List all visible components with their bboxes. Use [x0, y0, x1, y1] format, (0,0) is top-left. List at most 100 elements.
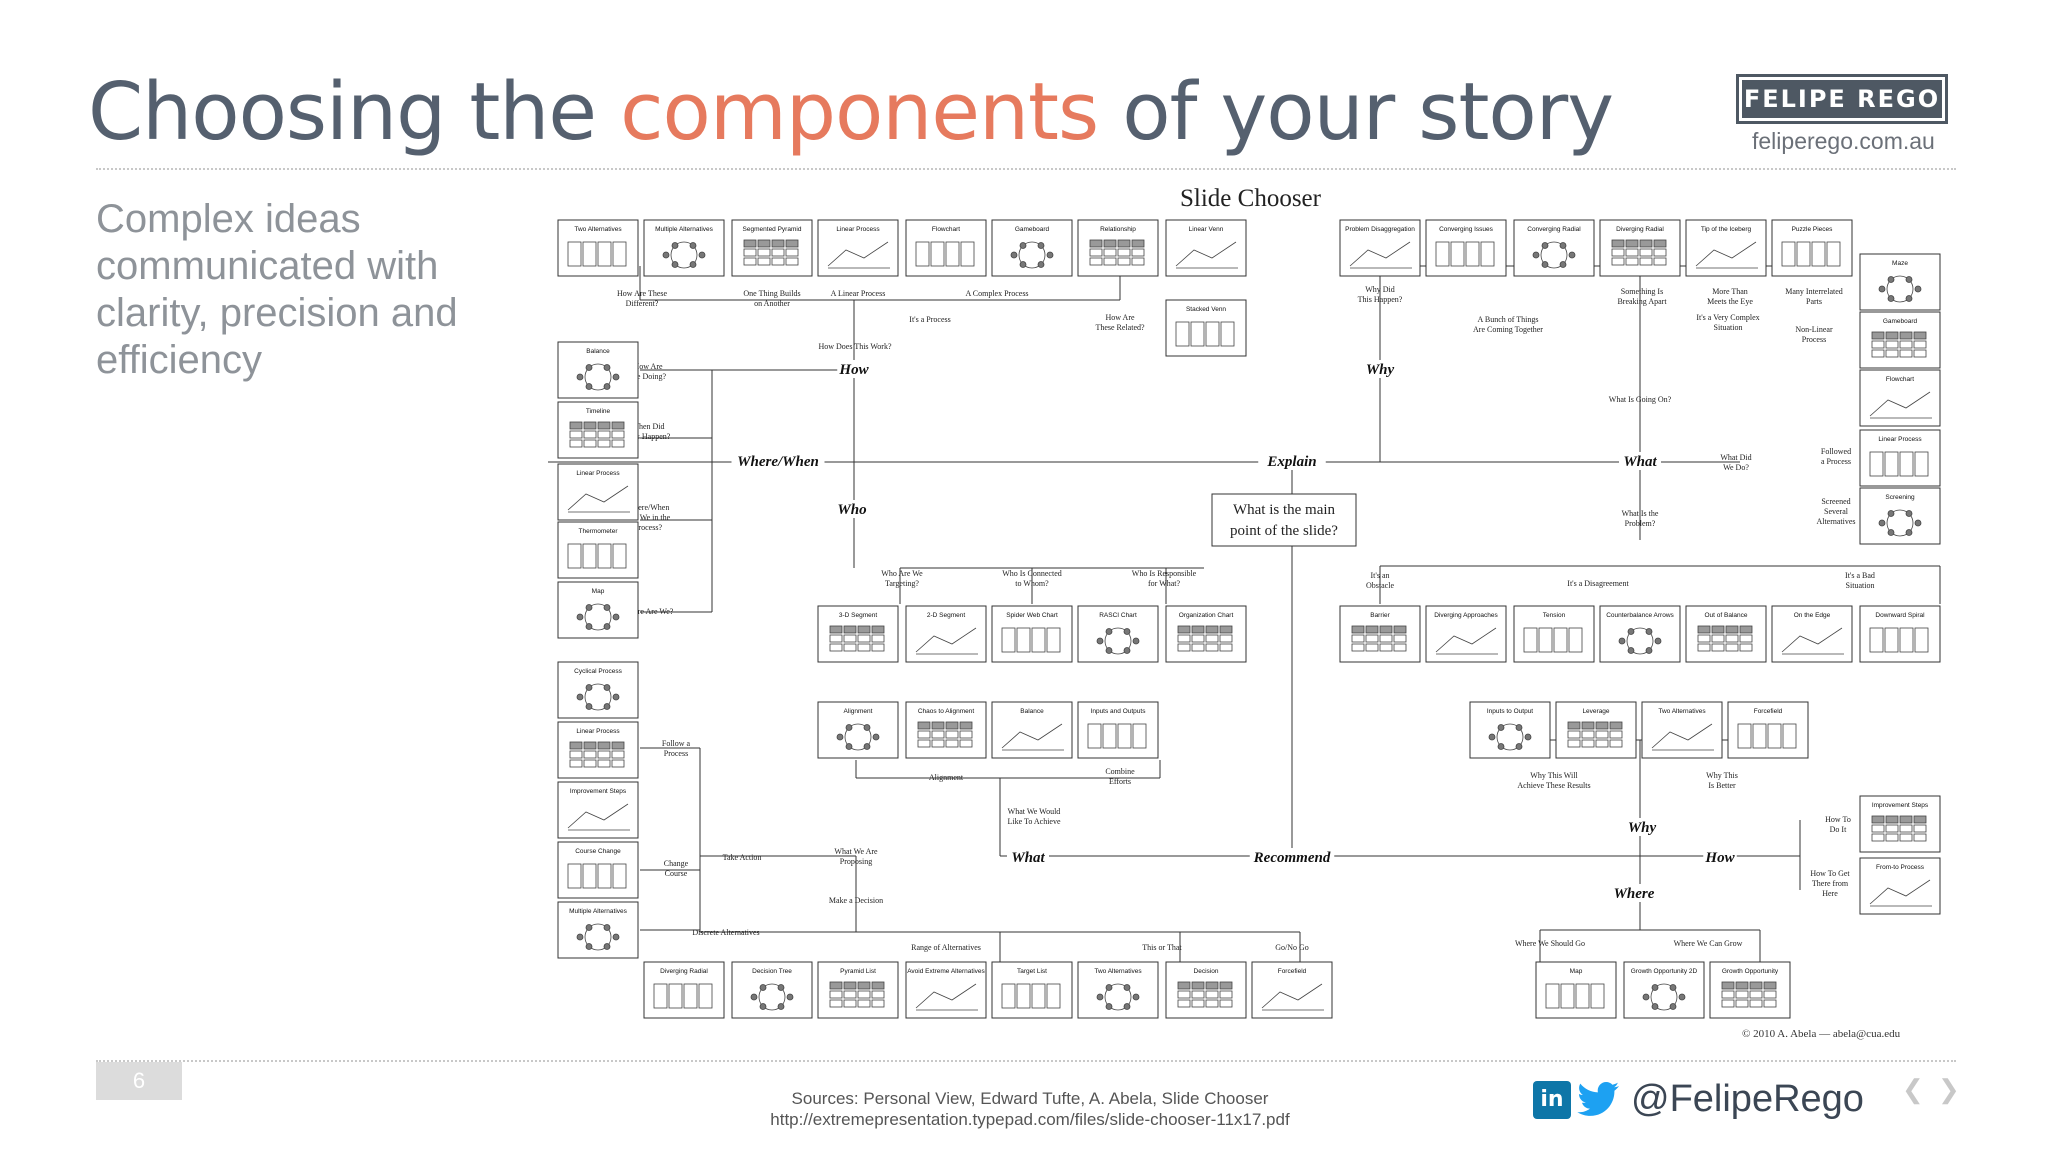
node-how-bottom: How	[1704, 850, 1735, 866]
label-line: It's a Very Complex	[1696, 313, 1759, 322]
card-thumbnail	[1869, 627, 1929, 653]
card-thermometer: Thermometer	[557, 521, 639, 579]
slide-title: Choosing the components of your story	[88, 66, 1614, 158]
label-its-a-disagreement: It's a Disagreement	[1567, 579, 1629, 588]
chevron-right-icon[interactable]: ❯	[1938, 1074, 1960, 1104]
card-thumbnail	[1177, 625, 1233, 652]
label-line: More Than	[1712, 287, 1748, 296]
label-line: Here	[1822, 889, 1838, 898]
card-out-of-balance: Out of Balance	[1685, 605, 1767, 663]
card-cyclical-process: Cyclical Process	[557, 661, 639, 719]
card-thumbnail	[1488, 723, 1532, 751]
title-highlight: components	[620, 66, 1099, 158]
card-thumbnail	[567, 863, 627, 889]
twitter-handle[interactable]: @FelipeRego	[1631, 1078, 1864, 1120]
node-what-top: What	[1623, 454, 1657, 470]
card-timeline: Timeline	[557, 401, 639, 459]
card-flowchart-a: Flowchart	[905, 219, 987, 277]
card-thumbnail	[1651, 723, 1714, 751]
card-thumbnail	[827, 241, 890, 269]
card-improvement-steps-a: Improvement Steps	[557, 781, 639, 839]
card-counterbalance: Counterbalance Arrows	[1599, 605, 1681, 663]
card-title: From-to Process	[1876, 864, 1925, 871]
card-title: Problem Disaggregation	[1345, 226, 1415, 233]
card-barrier: Barrier	[1339, 605, 1421, 663]
card-title: Timeline	[586, 408, 611, 415]
card-thumbnail	[1611, 239, 1667, 266]
card-puzzle-pieces: Puzzle Pieces	[1771, 219, 1853, 277]
card-title: Segmented Pyramid	[743, 226, 802, 233]
card-decision: Decision	[1165, 961, 1247, 1019]
header-divider	[96, 168, 1956, 170]
card-from-to-process: From-to Process	[1859, 857, 1941, 915]
label-this-or-that: This or That	[1142, 943, 1182, 952]
twitter-bird-icon[interactable]	[1577, 1081, 1621, 1119]
title-prefix: Choosing the	[88, 66, 621, 158]
label-line: Process	[664, 749, 688, 758]
label-where-we-should-go: Where We Should Go	[1515, 939, 1585, 948]
page-number: 6	[96, 1062, 182, 1100]
chevron-left-icon[interactable]: ❮	[1902, 1074, 1924, 1104]
label-line: Where We Should Go	[1515, 939, 1585, 948]
label-line: Why This Will	[1530, 771, 1578, 780]
card-title: Decision	[1194, 968, 1219, 975]
node-why-bottom: Why	[1628, 820, 1657, 836]
card-thumbnail	[576, 603, 620, 631]
card-thumbnail	[1351, 625, 1407, 652]
card-title: Map	[1570, 968, 1583, 975]
label-line: Achieve These Results	[1517, 781, 1590, 790]
label-line: to Whom?	[1015, 579, 1049, 588]
label-go-no-go: Go/No Go	[1275, 943, 1309, 952]
felipe-rego-logo: FELIPE REGO	[1736, 74, 1948, 124]
card-title: Screening	[1885, 494, 1915, 501]
card-thumbnail	[569, 421, 625, 448]
card-converging-issues: Converging Issues	[1425, 219, 1507, 277]
card-title: Multiple Alternatives	[569, 908, 628, 915]
label-line: Breaking Apart	[1617, 297, 1667, 306]
card-two-alternatives-b: Two Alternatives	[1641, 701, 1723, 759]
card-inputs-to-output: Inputs to Output	[1469, 701, 1551, 759]
sources-text: Sources: Personal View, Edward Tufte, A.…	[720, 1088, 1340, 1130]
linkedin-icon[interactable]: in	[1533, 1080, 1571, 1119]
card-inputs-outputs: Inputs and Outputs	[1077, 701, 1159, 759]
label-take-action: Take Action	[723, 853, 762, 862]
card-multiple-alternatives-a: Multiple Alternatives	[643, 219, 725, 277]
card-title: Improvement Steps	[1872, 802, 1929, 809]
card-thumbnail	[1523, 627, 1583, 653]
label-line: One Thing Builds	[743, 289, 800, 298]
logo-text: FELIPE REGO	[1742, 80, 1942, 118]
footer-divider	[96, 1060, 1956, 1062]
card-map-a: Map	[557, 581, 639, 639]
card-thumbnail	[1261, 983, 1324, 1011]
card-thumbnail	[1089, 239, 1145, 266]
label-line: Range of Alternatives	[911, 943, 981, 952]
label-line: Where/When	[627, 503, 670, 512]
card-thumbnail	[1697, 625, 1753, 652]
label-line: Targeting?	[885, 579, 919, 588]
sources-line-2[interactable]: http://extremepresentation.typepad.com/f…	[770, 1110, 1290, 1129]
sources-line-1: Sources: Personal View, Edward Tufte, A.…	[791, 1089, 1269, 1108]
card-title: 2-D Segment	[927, 612, 965, 619]
card-title: Maze	[1892, 260, 1908, 267]
card-title: Avoid Extreme Alternatives	[907, 968, 985, 975]
card-thumbnail	[1721, 981, 1777, 1008]
card-thumbnail	[1642, 983, 1686, 1011]
card-thumbnail	[1001, 983, 1061, 1009]
label-line: Why Did	[1365, 285, 1395, 294]
card-forcefield-a: Forcefield	[1727, 701, 1809, 759]
card-thumbnail	[750, 983, 794, 1011]
label-line: It's an	[1371, 571, 1390, 580]
label-line: These Related?	[1095, 323, 1145, 332]
card-two-alternatives-a: Two Alternatives	[557, 219, 639, 277]
node-what-bottom: What	[1011, 850, 1045, 866]
card-tension: Tension	[1513, 605, 1595, 663]
label-line: Combine	[1105, 767, 1135, 776]
card-thumbnail	[1349, 241, 1412, 269]
label-make-a-decision: Make a Decision	[829, 896, 883, 905]
